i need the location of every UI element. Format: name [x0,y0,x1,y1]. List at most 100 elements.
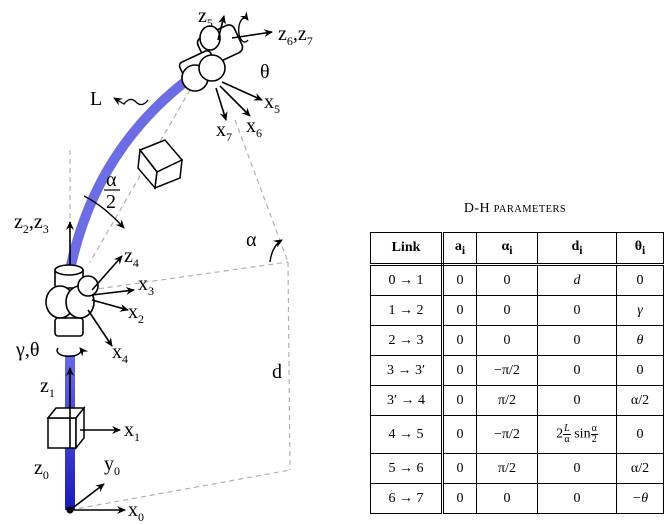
table-row: 3′ → 4 0 π/2 0 α/2 [370,385,664,416]
cell-alpha: −π/2 [476,355,538,386]
cell-link: 3′ → 4 [370,385,444,416]
svg-text:2: 2 [106,191,116,213]
cell-a: 0 [442,325,477,356]
alpha-arc [269,239,283,263]
cell-alpha: 0 [476,483,538,514]
cell-d: 0 [537,385,617,416]
table-row: 5 → 6 0 π/2 0 α/2 [370,453,664,484]
table-row: 2 → 3 0 0 0 θ [370,325,664,356]
header-a: ai [442,232,477,266]
z5-label: z5 [198,5,213,30]
cell-d: 0 [537,355,617,386]
table-title: D-H PARAMETERS [463,201,567,216]
x7-label: x7 [216,119,232,144]
base-dashed-line [69,469,291,511]
origin-dot [66,506,74,514]
lower-joint-assembly [45,264,99,337]
x5-arrow [221,81,263,101]
midpoint-cube [137,139,184,190]
upper-joint-assembly [178,24,244,92]
length-pointer [113,97,149,106]
z4-label: z4 [124,245,139,270]
z2-z3-label: z2,z3 [14,211,49,236]
cell-theta: γ [616,295,664,326]
x5-label: x5 [264,91,280,116]
cell-link: 3 → 3′ [370,355,444,386]
cell-alpha: 0 [476,264,538,296]
frame-arrows [66,15,273,514]
y0-arrow [69,483,105,511]
theta-label: θ [260,61,270,83]
header-theta: θi [616,232,664,266]
table-row: 0 → 1 0 0 d 0 [370,264,664,296]
cell-d: 0 [537,483,617,514]
cell-theta: 0 [616,415,664,454]
header-alpha: αi [476,232,538,266]
z1-label: z1 [40,375,55,400]
cell-theta: −θ [616,483,664,514]
cell-d: d [537,264,617,296]
cell-alpha: π/2 [476,385,538,416]
x6-arrow [219,85,251,117]
flexible-link [65,73,195,275]
x1-label: x1 [124,419,140,444]
z67-arrow [231,29,273,39]
z4-arrow [91,255,123,291]
cell-alpha: 0 [476,325,538,356]
x6-label: x6 [246,115,262,140]
header-d: di [537,232,617,266]
cell-theta: θ [616,325,664,356]
cell-theta: 0 [616,355,664,386]
chord-dashed-line [89,89,191,263]
top-rotation [237,11,249,43]
cell-a: 0 [442,453,477,484]
x7-arrow [215,87,228,121]
z0-label: z0 [34,457,49,482]
cell-link: 4 → 5 [370,415,444,454]
cell-alpha: 0 [476,295,538,326]
alpha-half-arc [83,195,125,229]
y0-label: y0 [104,453,120,478]
alpha-half-label: α 2 [104,169,120,213]
length-label: L [90,88,102,110]
cell-link: 6 → 7 [370,483,444,514]
x3-arrow [91,286,135,296]
cell-alpha: π/2 [476,453,538,484]
table-row: 6 → 7 0 0 0 −θ [370,483,664,514]
cell-d: 0 [537,295,617,326]
x3-label: x3 [138,273,154,298]
x3-dashed-line [89,261,289,291]
x4-arrow [87,309,113,347]
cell-d: 0 [537,453,617,484]
cell-theta: α/2 [616,453,664,484]
dh-parameters-table: Link ai αi di θi 0 → 1 0 0 d 0 1 → 2 0 0… [370,232,664,514]
z5-arrow [217,15,226,41]
table-header-row: Link ai αi di θi [370,232,664,266]
height-dashed-line [287,261,291,471]
svg-text:α: α [106,169,117,191]
cell-link: 5 → 6 [370,453,444,484]
table-row: 1 → 2 0 0 0 γ [370,295,664,326]
cell-theta: 0 [616,264,664,296]
x0-label: x0 [128,499,144,524]
cell-link: 1 → 2 [370,295,444,326]
cell-a: 0 [442,264,477,296]
height-label: d [272,361,282,383]
cell-a: 0 [442,355,477,386]
construction-lines [69,89,291,511]
cell-a: 0 [442,483,477,514]
gamma-theta-label: γ,θ [15,339,39,361]
right-dashed-line [234,119,289,263]
z6-z7-label: z6,z7 [278,23,313,48]
header-link: Link [370,232,444,266]
x2-label: x2 [128,301,144,326]
table-row: 3 → 3′ 0 −π/2 0 0 [370,355,664,386]
cell-link: 2 → 3 [370,325,444,356]
cell-link: 0 → 1 [370,264,444,296]
cell-d: 0 [537,325,617,356]
alpha-label: α [246,229,257,251]
